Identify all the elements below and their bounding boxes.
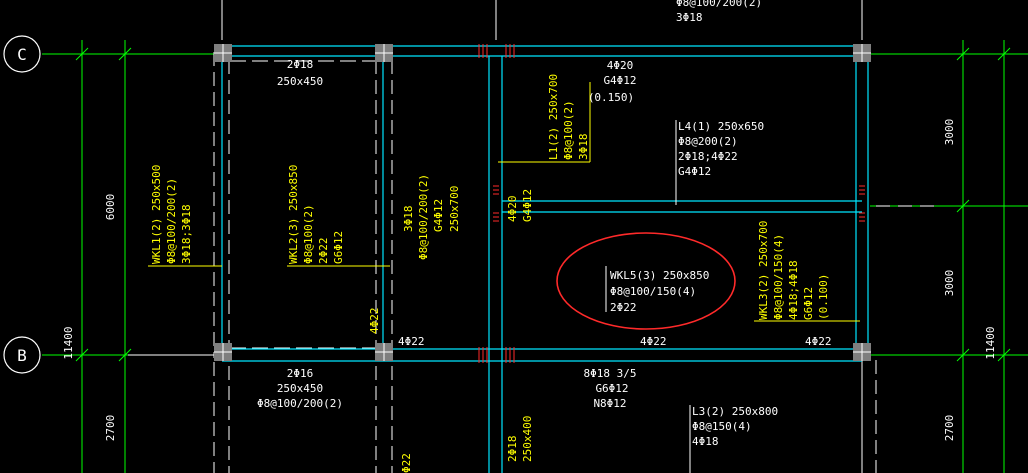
b-label-1: 4Φ22 (398, 335, 425, 348)
span1-bottom-stirrup: Φ8@100/200(2) (257, 397, 343, 410)
l1-title: L1(2) 250x700 (547, 74, 560, 160)
annotation-span1-bottom: 2Φ16 250x450 Φ8@100/200(2) (257, 367, 343, 410)
wkl2-stirrup: Φ8@100(2) (302, 204, 315, 264)
annotation-l4: L4(1) 250x650 Φ8@200(2) 2Φ18;4Φ22 G4Φ12 (678, 120, 764, 178)
annotation-wkl3: WKL3(2) 250x700 Φ8@100/150(4) 4Φ18;4Φ18 … (757, 221, 830, 320)
axis-bubble-b: B (3, 336, 41, 374)
dim-left-6000: 6000 (104, 194, 117, 221)
span3-top-rebar: 4Φ20 (607, 59, 634, 72)
dimension-lines (42, 40, 1028, 473)
span3-bottom-rebar: 8Φ18 3/5 (584, 367, 637, 380)
span3-bottom-torsion: N8Φ12 (593, 397, 626, 410)
l4-waist: G4Φ12 (678, 165, 711, 178)
l3-stirrup: Φ8@150(4) (692, 420, 752, 433)
annotation-l3: L3(2) 250x800 Φ8@150(4) 4Φ18 (692, 405, 778, 448)
dim-right-3000-mid: 3000 (943, 270, 956, 297)
colb-stirrup: Φ8@100/200(2) (417, 174, 430, 260)
annotation-wkl2: WKL2(3) 250x850 Φ8@100(2) 2Φ22 G6Φ12 (287, 165, 345, 264)
column-marks (214, 44, 871, 361)
l1-stirrup: Φ8@100(2) (562, 100, 575, 160)
wkl1-title: WKL1(2) 250x500 (150, 165, 163, 264)
dim-right-3000-top: 3000 (943, 119, 956, 146)
annotation-bottom-columns: Φ22 2Φ18 250x400 (400, 416, 534, 473)
bottom-colb-rebar: Φ22 (400, 453, 413, 473)
span1-top-rebar: 2Φ18 (287, 58, 314, 71)
l1-rebar: 3Φ18 (577, 134, 590, 161)
cold-waist: G4Φ12 (521, 189, 534, 222)
annotation-span1-top: 2Φ18 250x450 (277, 58, 323, 88)
annotation-l1: L1(2) 250x700 Φ8@100(2) 3Φ18 (547, 74, 590, 160)
wkl5-stirrup: Φ8@100/150(4) (610, 285, 696, 298)
top-cut-rebar: 3Φ18 (676, 11, 703, 24)
axis-bubble-c: C (3, 35, 41, 73)
bottom-colc-section: 250x400 (521, 416, 534, 462)
l4-stirrup: Φ8@200(2) (678, 135, 738, 148)
dim-left-2700: 2700 (104, 415, 117, 442)
annotation-span3-bottom: 8Φ18 3/5 G6Φ12 N8Φ12 (584, 367, 637, 410)
b-label-2: 4Φ22 (640, 335, 667, 348)
annotation-wkl1: WKL1(2) 250x500 Φ8@100/200(2) 3Φ18;3Φ18 (150, 165, 193, 264)
colb-section: 250x700 (448, 186, 461, 232)
wkl2-title: WKL2(3) 250x850 (287, 165, 300, 264)
cold-rebar: 4Φ20 (506, 196, 519, 223)
leader-lines (148, 82, 860, 473)
wkl3-stirrup: Φ8@100/150(4) (772, 234, 785, 320)
wkl3-rebar: 4Φ18;4Φ18 (787, 260, 800, 320)
dim-right-11400: 11400 (984, 326, 997, 359)
annotation-axis-b-beam: 4Φ22 4Φ22 4Φ22 (398, 335, 832, 348)
wkl3-title: WKL3(2) 250x700 (757, 221, 770, 320)
span1-top-section: 250x450 (277, 75, 323, 88)
wkl2-rebar: 2Φ22 (317, 238, 330, 265)
l3-rebar: 4Φ18 (692, 435, 719, 448)
annotation-col-b: 3Φ18 Φ8@100/200(2) G4Φ12 250x700 4Φ22 (368, 174, 461, 334)
span1-bottom-section: 250x450 (277, 382, 323, 395)
span3-bottom-waist: G6Φ12 (595, 382, 628, 395)
wkl3-offset: (0.100) (817, 274, 830, 320)
b-label-3: 4Φ22 (805, 335, 832, 348)
axis-label-c: C (17, 45, 27, 64)
annotation-span3-top: 4Φ20 G4Φ12 (0.150) (588, 59, 637, 104)
wkl3-waist: G6Φ12 (802, 287, 815, 320)
bottom-colc-rebar: 2Φ18 (506, 436, 519, 463)
axis-label-b: B (17, 346, 27, 365)
l4-rebar: 2Φ18;4Φ22 (678, 150, 738, 163)
span3-top-offset: (0.150) (588, 91, 634, 104)
dim-left-11400: 11400 (62, 326, 75, 359)
wkl5-title: WKL5(3) 250x850 (610, 269, 709, 282)
dim-right-2700: 2700 (943, 415, 956, 442)
highlight-ellipse[interactable] (556, 232, 736, 330)
wall-lines (128, 0, 940, 473)
section-marks (478, 44, 865, 363)
top-cut-stirrup: Φ8@100/200(2) (676, 0, 762, 9)
beam-lines (221, 45, 869, 473)
colb-rebar: 3Φ18 (402, 206, 415, 233)
l4-title: L4(1) 250x650 (678, 120, 764, 133)
span3-top-waist: G4Φ12 (603, 74, 636, 87)
annotation-col-d: 4Φ20 G4Φ12 (506, 189, 534, 222)
wkl1-stirrup: Φ8@100/200(2) (165, 178, 178, 264)
wkl1-rebar: 3Φ18;3Φ18 (180, 204, 193, 264)
wkl2-waist: G6Φ12 (332, 231, 345, 264)
wkl5-rebar: 2Φ22 (610, 301, 637, 314)
l3-title: L3(2) 250x800 (692, 405, 778, 418)
colb-waist: G4Φ12 (432, 199, 445, 232)
annotation-wkl5: WKL5(3) 250x850 Φ8@100/150(4) 2Φ22 (610, 269, 709, 314)
annotation-top-cut: Φ8@100/200(2) 3Φ18 (676, 0, 762, 24)
colb-vertical-label: 4Φ22 (368, 308, 381, 335)
span1-bottom-rebar: 2Φ16 (287, 367, 314, 380)
